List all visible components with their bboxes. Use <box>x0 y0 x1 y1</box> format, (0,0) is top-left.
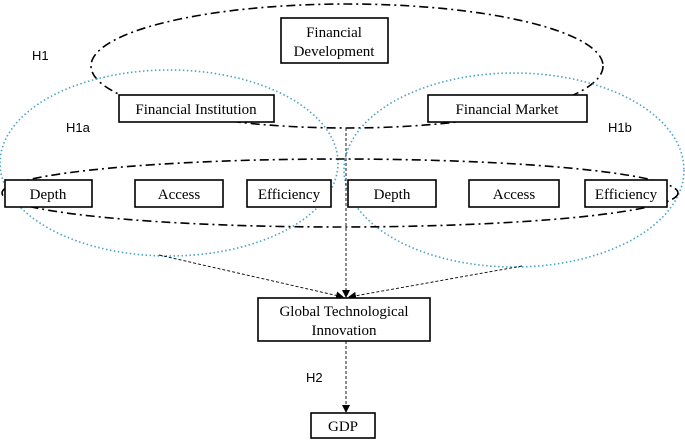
gti-line1: Global Technological <box>279 304 408 320</box>
fm-depth-label: Depth <box>374 187 411 203</box>
hypothesis-h2-label: H2 <box>306 370 323 385</box>
gti-line2: Innovation <box>312 323 377 339</box>
financial-development-line2: Development <box>294 44 376 60</box>
gdp-label: GDP <box>328 419 358 435</box>
financial-market-box <box>427 94 588 123</box>
fi-access-box <box>134 179 224 208</box>
fm-efficiency-box <box>584 179 668 208</box>
financial-market-ellipse <box>343 72 685 268</box>
fm-depth-box <box>347 179 437 208</box>
fi-efficiency-label: Efficiency <box>258 187 321 203</box>
financial-institution-label: Financial Institution <box>135 102 257 118</box>
financial-institution-box <box>118 94 275 123</box>
arrow-market-to-gti <box>348 265 523 300</box>
gti-box <box>257 297 431 342</box>
fi-access-label: Access <box>158 187 201 203</box>
hypothesis-h1b-label: H1b <box>608 120 632 135</box>
financial-institution-ellipse <box>0 69 339 257</box>
financial-market-label: Financial Market <box>456 102 560 118</box>
financial-development-line1: Financial <box>306 25 362 41</box>
fi-depth-label: Depth <box>30 187 67 203</box>
fm-efficiency-label: Efficiency <box>595 187 658 203</box>
hypothesis-h1-label: H1 <box>32 48 49 63</box>
financial-development-ellipse <box>90 3 604 129</box>
hypothesis-h1a-label: H1a <box>66 120 91 135</box>
fi-depth-box <box>4 179 93 208</box>
fm-access-label: Access <box>493 187 536 203</box>
fm-access-box <box>468 179 560 208</box>
fi-efficiency-box <box>246 179 332 208</box>
financial-development-box <box>280 17 389 64</box>
arrow-institution-to-gti <box>158 254 344 300</box>
gdp-box <box>310 412 376 439</box>
indicators-ellipse <box>1 158 679 228</box>
